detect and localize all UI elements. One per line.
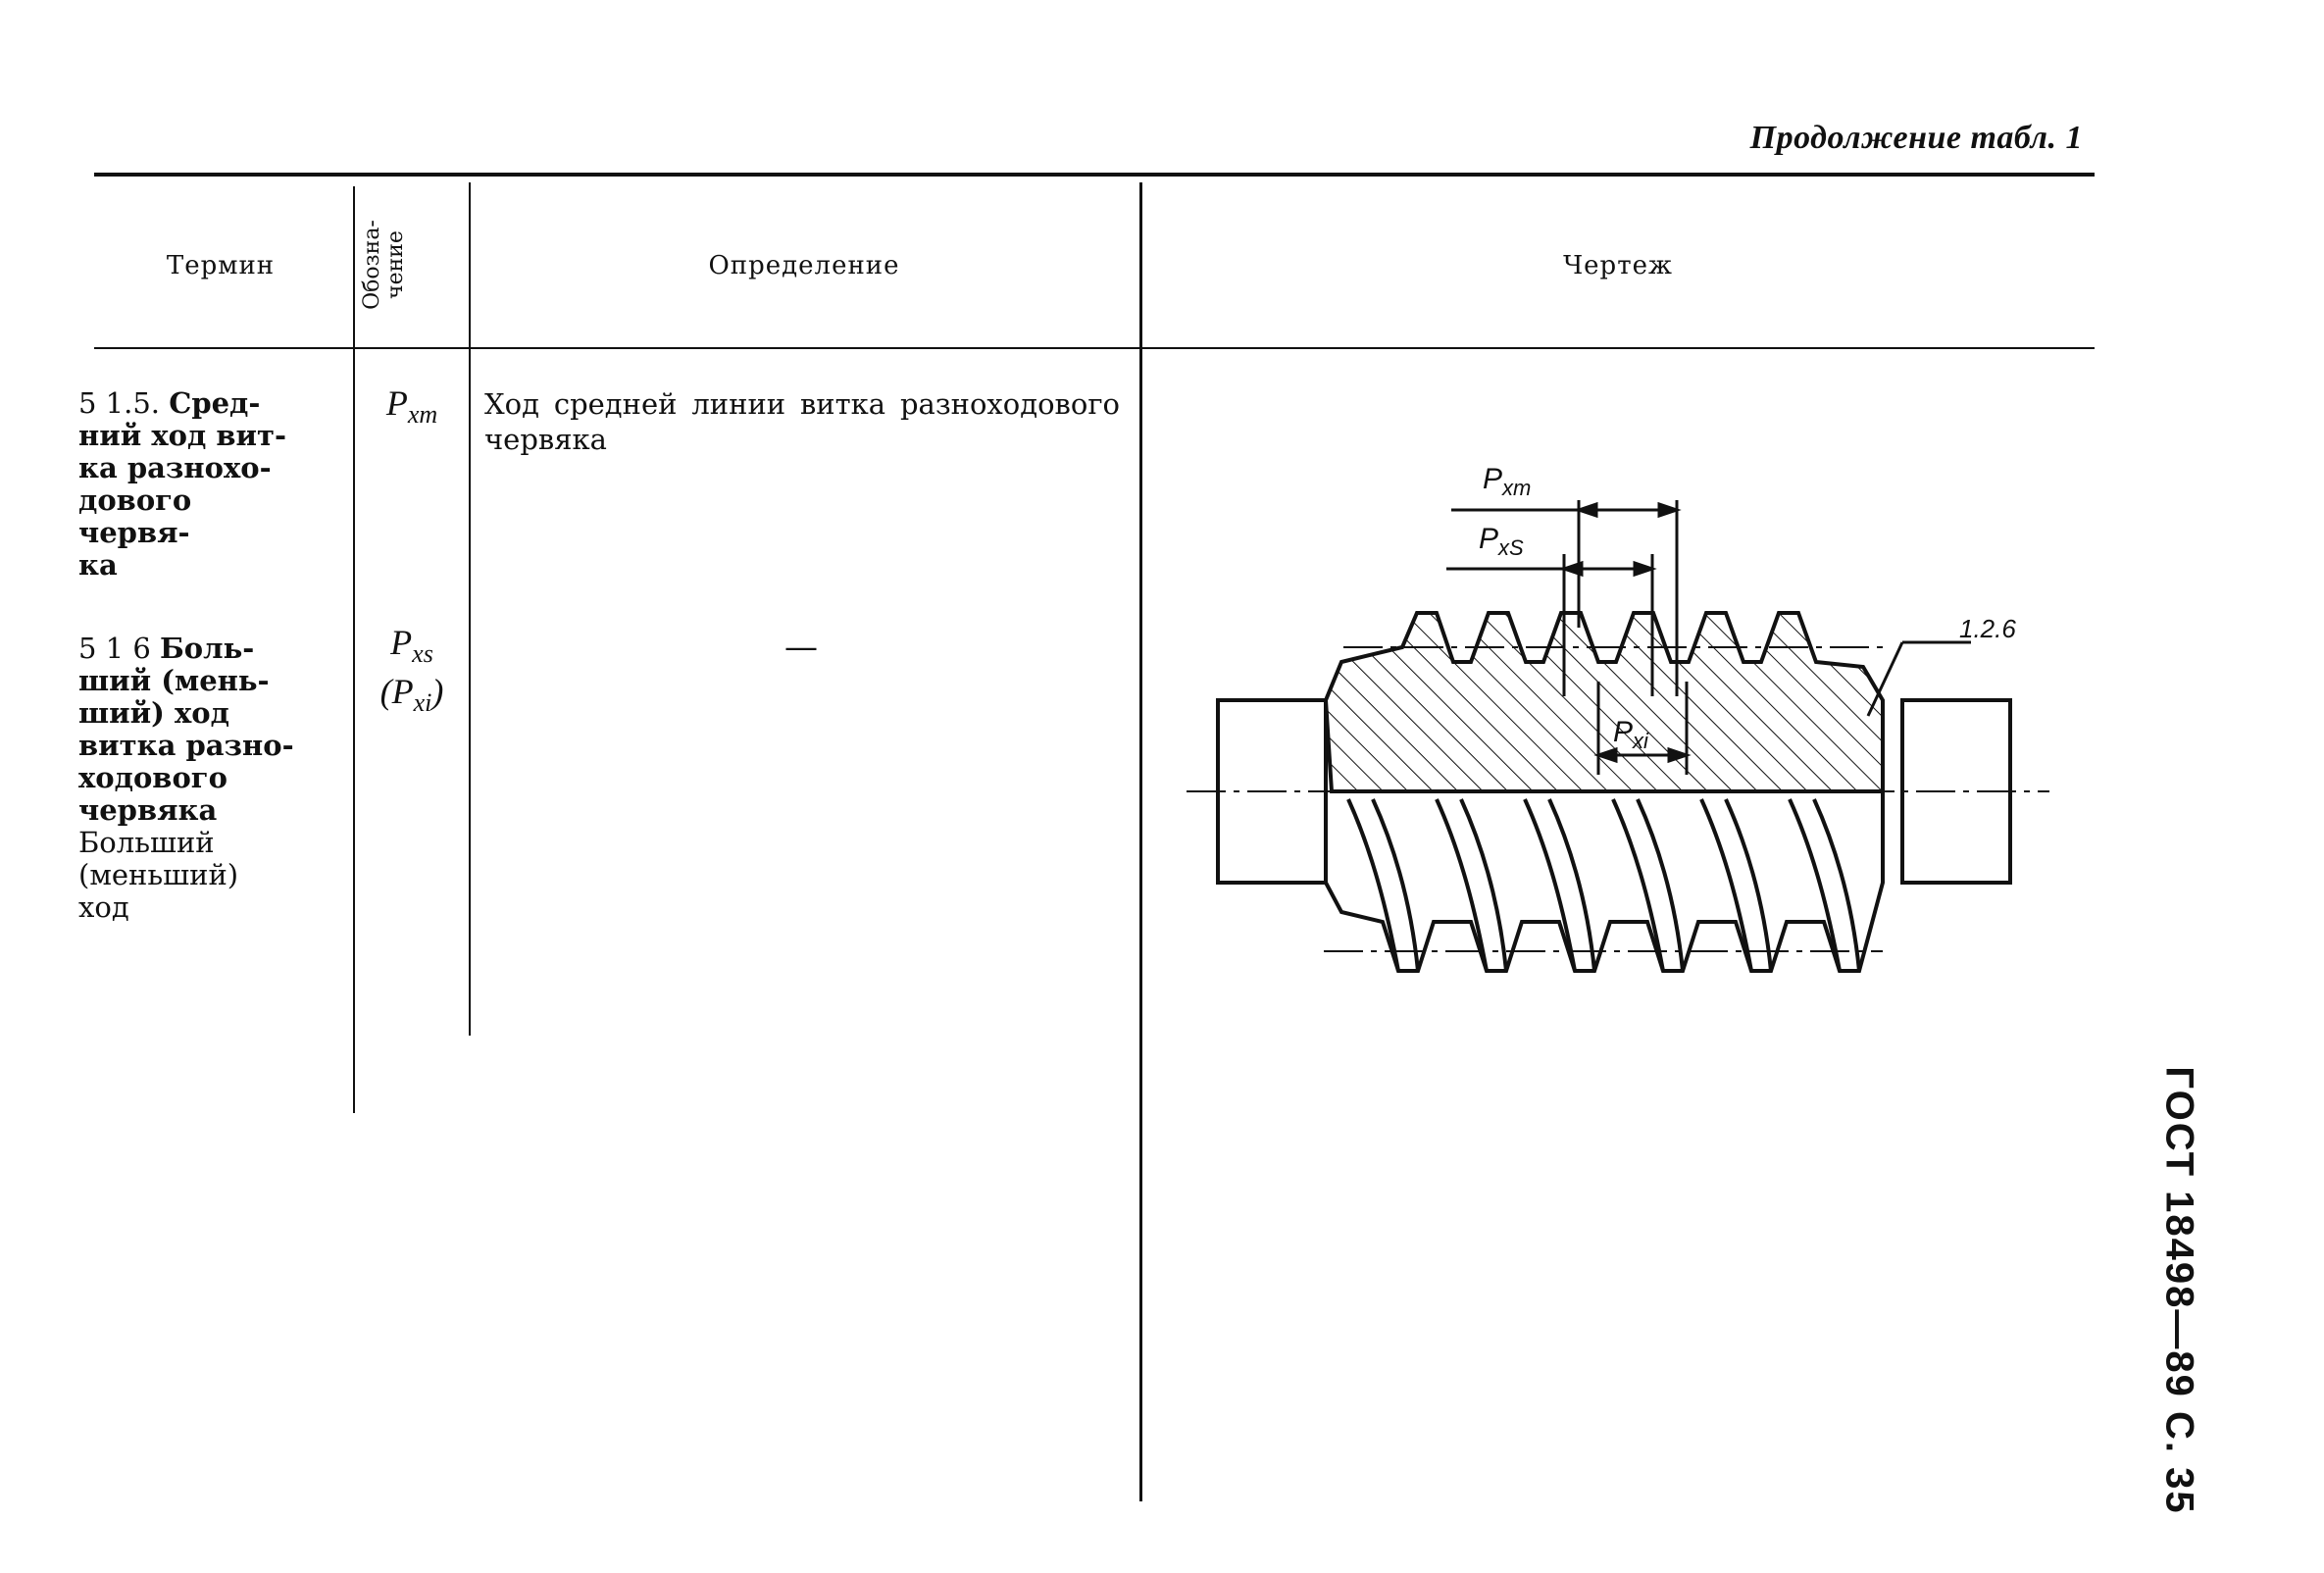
table-top-rule — [94, 173, 2095, 177]
definition-5-1-6: — — [784, 628, 818, 667]
header-symbol: Обозна- чение — [360, 220, 408, 310]
continuation-label: Продолжение табл. 1 — [1749, 120, 2083, 156]
header-definition: Определение — [708, 251, 900, 280]
worm-upper-section — [1323, 611, 1885, 793]
col-divider-1 — [353, 186, 355, 1113]
term-text: Боль- ший (мень- ший) ход витка разно- х… — [78, 632, 294, 827]
term-number: 5 1.5. — [78, 386, 161, 420]
header-drawing: Чертеж — [1563, 251, 1673, 280]
term-text: Сред- ний ход вит- ка разнохо- дового че… — [78, 386, 287, 582]
term-5-1-6: 5 1 6 Боль- ший (мень- ший) ход витка ра… — [78, 633, 309, 924]
header-term: Термин — [166, 251, 276, 280]
symbol-pxs: Pxs (Pxi) — [379, 623, 444, 718]
term-plain: Больший (меньший) ход — [78, 826, 239, 924]
gost-side-label: ГОСТ 18498—89 С. 35 — [2157, 1066, 2201, 1515]
col-divider-3 — [1139, 182, 1142, 1501]
worm-lower-body — [1324, 791, 1885, 973]
label-ref-1-2-6: 1.2.6 — [1959, 614, 2016, 643]
label-pxs: PxS — [1479, 523, 1524, 560]
term-number: 5 1 6 — [78, 632, 151, 665]
label-pxi: Pxi — [1613, 716, 1648, 753]
col-divider-2 — [469, 182, 471, 1036]
symbol-pxm: Pxm — [385, 383, 438, 430]
worm-drawing — [1187, 500, 2049, 973]
thread-lines — [1346, 798, 1861, 972]
label-pxm: Pxm — [1483, 463, 1532, 500]
dimension-lines — [1446, 500, 1971, 775]
definition-5-1-5: Ход средней линии витка разноходового че… — [484, 387, 1120, 456]
term-5-1-5: 5 1.5. Сред- ний ход вит- ка разнохо- до… — [78, 387, 309, 582]
header-bottom-rule — [94, 347, 2095, 349]
